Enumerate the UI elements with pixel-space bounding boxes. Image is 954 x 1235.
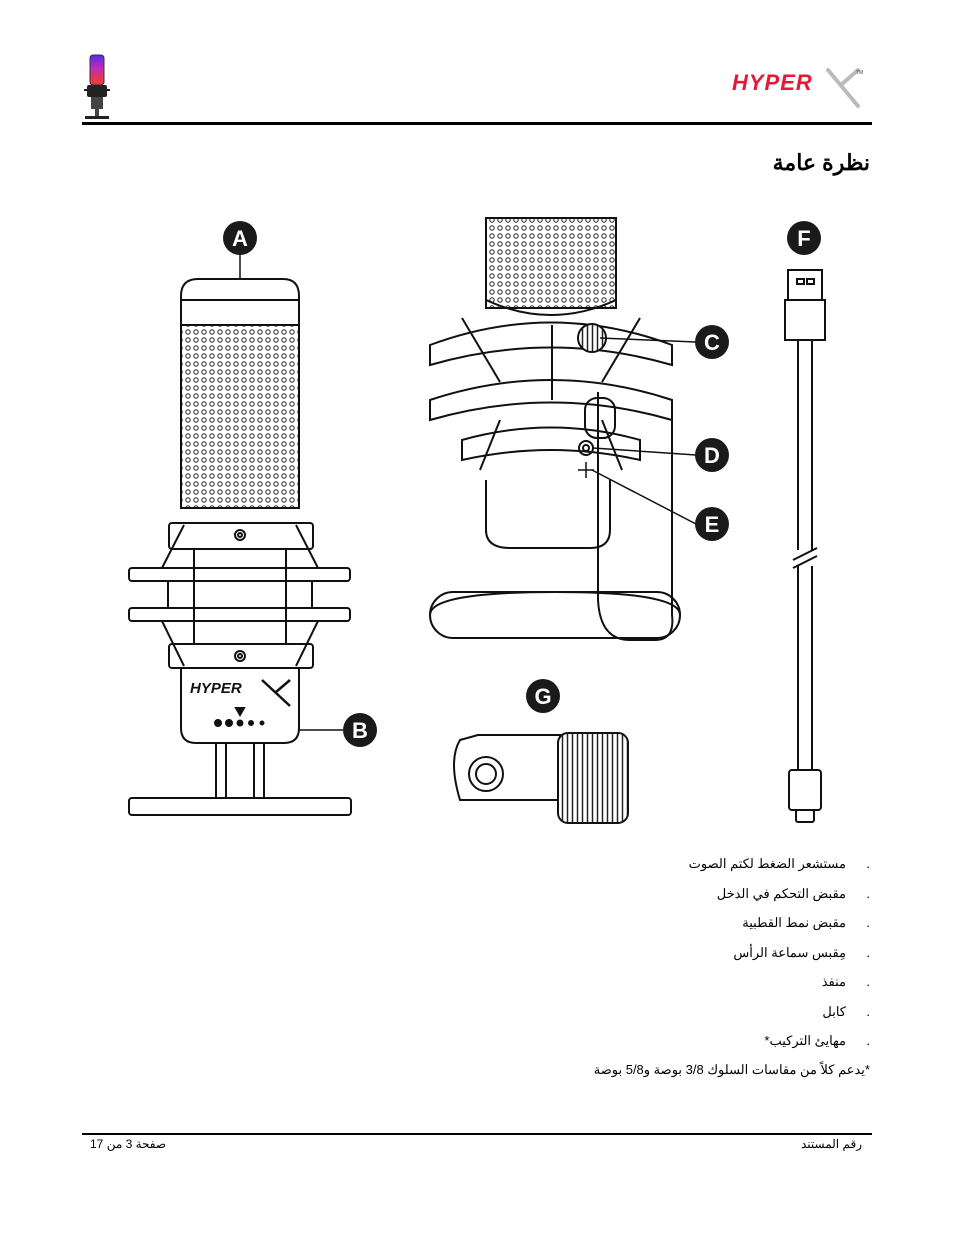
svg-text:HYPER: HYPER: [190, 680, 242, 697]
svg-text:F: F: [797, 226, 810, 251]
svg-text:D: D: [704, 443, 720, 468]
list-item: .مهايئ التركيب*: [764, 1033, 870, 1048]
mount-adapter: [453, 732, 629, 824]
front-view-microphone: HYPER: [128, 278, 352, 816]
svg-text:TM: TM: [856, 70, 863, 76]
list-item: .مستشعر الضغط لكتم الصوت: [688, 856, 870, 871]
callout-f: F: [787, 221, 821, 255]
page-number: صفحة 3 من 17: [90, 1137, 167, 1151]
header-rule: [82, 122, 872, 125]
callout-e: E: [695, 507, 729, 541]
svg-text:B: B: [352, 718, 368, 743]
callout-g: G: [526, 679, 560, 713]
hyperx-logo: HYPER TM: [730, 64, 866, 115]
parts-list: .مستشعر الضغط لكتم الصوت .مقبض التحكم في…: [426, 854, 870, 1061]
rgb-microphone-icon: [84, 54, 110, 119]
svg-text:E: E: [705, 512, 720, 537]
svg-text:G: G: [534, 684, 551, 709]
svg-text:C: C: [704, 330, 720, 355]
footer-rule: [82, 1133, 872, 1135]
callout-d: D: [695, 438, 729, 472]
page-title: نظرة عامة: [772, 150, 870, 175]
list-item: .منفذ: [821, 974, 870, 989]
list-item: .مِقبس سماعة الرأس: [733, 944, 870, 960]
footnote: *يدعم كلاً من مقاسات السلوك 3/8 بوصة و5/…: [593, 1062, 870, 1077]
callout-a: A: [223, 221, 257, 255]
usb-cable: [784, 269, 826, 823]
callout-c: C: [695, 325, 729, 359]
list-item: .مقبض نمط القطبية: [742, 915, 870, 930]
svg-text:A: A: [232, 226, 248, 251]
list-item: .مقبض التحكم في الدخل: [716, 885, 870, 901]
callout-b: B: [343, 713, 377, 747]
document-number-label: رقم المستند: [800, 1137, 862, 1151]
product-diagram: HYPER: [128, 217, 826, 824]
svg-text:HYPER: HYPER: [732, 70, 813, 95]
hyperx-logo-graphic: HYPER TM: [732, 68, 863, 108]
list-item: .كابل: [822, 1003, 870, 1019]
side-view-microphone: [429, 217, 681, 641]
